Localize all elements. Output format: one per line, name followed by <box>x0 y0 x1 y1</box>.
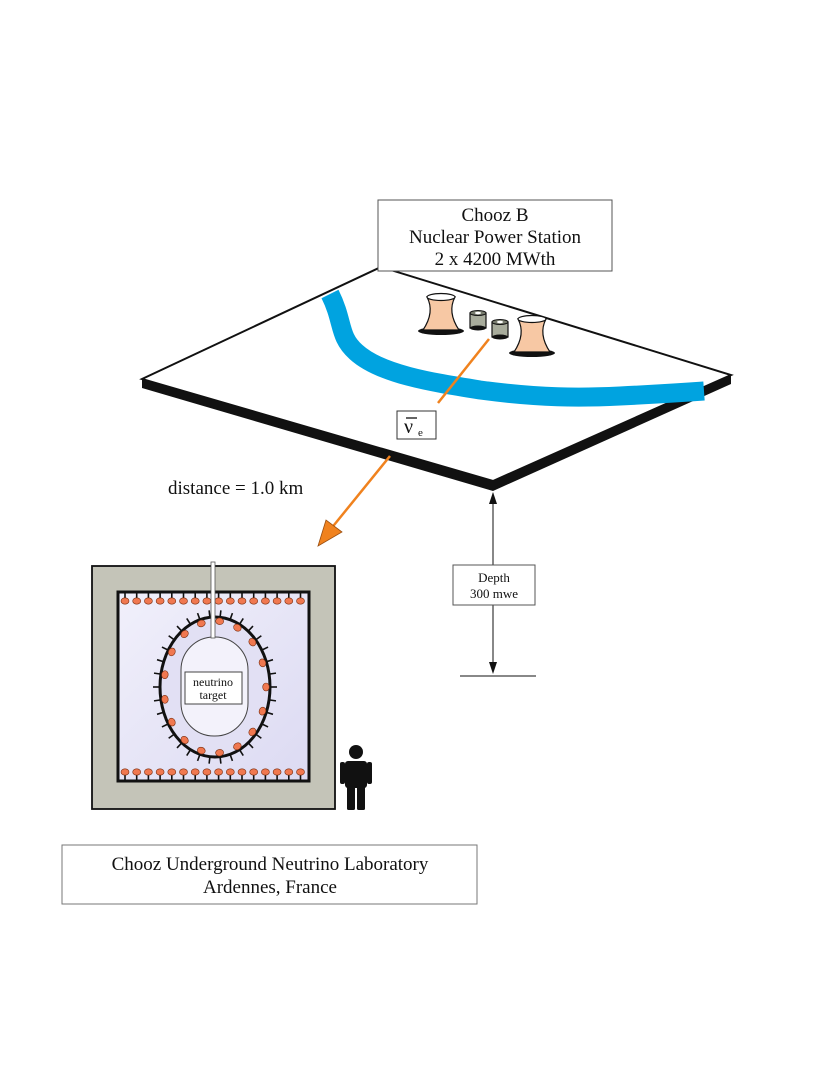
pmt <box>237 592 247 605</box>
pmt <box>190 768 200 781</box>
pmt <box>156 658 164 663</box>
pmt <box>233 742 244 757</box>
pmt <box>229 612 234 620</box>
pmt <box>296 592 305 605</box>
depth-value: 300 mwe <box>470 586 518 601</box>
pmt <box>176 736 189 749</box>
pmt <box>179 592 188 605</box>
pmt <box>155 592 165 605</box>
pmt <box>155 768 165 781</box>
pmt <box>261 592 270 605</box>
pmt <box>248 635 262 647</box>
pmt <box>268 699 277 702</box>
pmt <box>196 612 206 628</box>
pmt <box>247 742 254 749</box>
pmt <box>190 592 200 605</box>
pmt <box>226 592 235 605</box>
ground-front-edge-left <box>142 379 493 491</box>
pmt <box>248 727 262 739</box>
pmt <box>196 746 206 762</box>
pmt <box>249 768 258 781</box>
target-label-line2: target <box>199 688 227 702</box>
neutrino-beam-lower <box>329 455 391 531</box>
fill-pipe <box>210 561 216 639</box>
pmt <box>233 617 244 632</box>
antineutrino-label-box: ν e <box>396 410 437 440</box>
laboratory-location: Ardennes, France <box>203 877 337 898</box>
pmt <box>247 625 254 632</box>
pmt <box>214 768 223 781</box>
pmt <box>261 723 269 728</box>
pmt <box>268 672 277 675</box>
reactor-core-1 <box>469 310 487 331</box>
pmt <box>258 706 274 716</box>
pmt <box>144 768 153 781</box>
pmt <box>161 646 176 657</box>
pmt <box>272 768 282 781</box>
pmt <box>179 768 188 781</box>
depth-indicator: Depth 300 mwe <box>452 492 536 677</box>
pmt <box>284 592 294 605</box>
cooling-tower-right <box>509 314 555 357</box>
inner-pmt-array <box>153 610 277 764</box>
pmt <box>262 682 277 692</box>
ground-front-edge-right <box>493 375 731 491</box>
pmt <box>132 768 141 781</box>
pmt <box>208 756 211 764</box>
pmt <box>261 768 270 781</box>
pmt <box>161 717 176 728</box>
neutrino-beam-arrowhead <box>317 519 343 547</box>
pmt <box>215 749 224 764</box>
station-power: 2 x 4200 MWth <box>435 249 556 270</box>
pmt <box>261 646 269 651</box>
pmt <box>144 592 153 605</box>
pmt <box>202 768 212 781</box>
pmt <box>168 635 175 641</box>
pmt <box>120 768 130 781</box>
pmt <box>132 592 141 605</box>
pmt <box>167 768 177 781</box>
pmt <box>226 768 235 781</box>
laboratory-label-box: Chooz Underground Neutrino Laboratory Ar… <box>61 844 478 905</box>
reactor-core-2 <box>491 319 509 340</box>
pmt <box>284 768 294 781</box>
pmt <box>249 592 258 605</box>
pmt <box>186 617 192 625</box>
pmt <box>272 592 282 605</box>
veto-pmt-array <box>120 592 305 781</box>
antineutrino-subscript: e <box>418 427 423 439</box>
pmt <box>208 610 211 618</box>
cooling-tower-left <box>418 292 464 335</box>
antineutrino-symbol: ν <box>404 416 413 438</box>
pmt <box>153 670 169 680</box>
river-meuse <box>321 289 705 407</box>
station-label-box: Chooz B Nuclear Power Station 2 x 4200 M… <box>377 199 613 272</box>
person-silhouette-icon <box>340 745 372 810</box>
distance-label: distance = 1.0 km <box>168 478 303 499</box>
laboratory-name: Chooz Underground Neutrino Laboratory <box>112 854 429 875</box>
pmt <box>168 733 175 739</box>
station-type: Nuclear Power Station <box>409 227 582 248</box>
pmt <box>156 711 164 716</box>
target-label-line1: neutrino <box>193 675 233 689</box>
pmt <box>176 625 189 638</box>
pmt <box>167 592 177 605</box>
pmt <box>237 768 247 781</box>
pmt <box>296 768 305 781</box>
neutrino-beam-upper <box>437 338 490 404</box>
target-label-box <box>184 671 243 705</box>
depth-label-box <box>452 564 536 606</box>
pmt <box>186 749 192 757</box>
detector-cross-section: neutrino target <box>91 561 336 810</box>
depth-title: Depth <box>478 570 510 585</box>
pmt <box>229 754 234 762</box>
pmt <box>215 610 224 625</box>
pmt <box>258 658 274 668</box>
station-name: Chooz B <box>461 205 528 226</box>
pmt <box>120 592 130 605</box>
pmt <box>153 694 169 704</box>
